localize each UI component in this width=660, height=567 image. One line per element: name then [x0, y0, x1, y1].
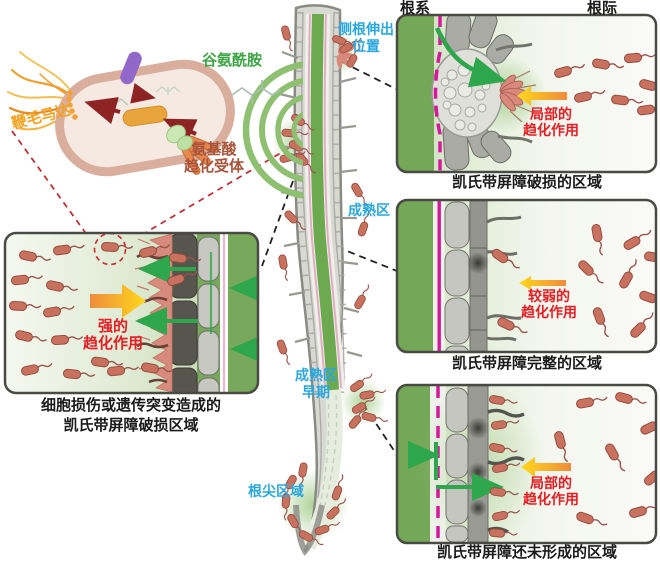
local-chemotaxis-label: 趋化作用: [523, 492, 579, 508]
panel-caption: 凯氏带屏障完整的区域: [451, 354, 603, 372]
glutamine-molecule-icon: [223, 80, 281, 104]
root-hair-cells: [499, 70, 538, 123]
intact-barrier-panel: [395, 198, 658, 354]
receptor-label: 趋化受体: [183, 157, 245, 175]
early-maturation-zone-label: 早期: [302, 385, 330, 401]
casparian-strip-solid: [437, 201, 441, 351]
panel-caption: 凯氏带屏障破损的区域: [451, 173, 603, 191]
response-regulator-icon: [122, 105, 168, 127]
highlight-circle: [93, 234, 127, 266]
weak-chemotaxis-label: 趋化作用: [521, 305, 577, 321]
local-chemotaxis-arrow: [517, 86, 567, 106]
local-chemotaxis-arrow: [521, 457, 571, 477]
molecule-icon: [155, 86, 181, 95]
root-system-header: 根系: [399, 0, 431, 17]
flagella-icon: [7, 51, 75, 131]
early-maturation-zone-label: 成熟区: [295, 368, 337, 384]
lateral-root-position-label: 侧根伸出: [338, 22, 394, 38]
strong-chemotaxis-label: 趋化作用: [82, 334, 144, 352]
lateral-root-position-label: 位置: [352, 39, 380, 55]
panel-caption: 凯氏带屏障破损区域: [63, 416, 199, 434]
unformed-barrier-panel: [395, 383, 658, 545]
casparian-strip-dashed: [433, 16, 442, 171]
local-chemotaxis-label: 趋化作用: [523, 123, 579, 139]
strong-chemotaxis-label: 强的: [97, 317, 129, 335]
receptor-label: 氨基酸: [191, 140, 237, 158]
weak-chemotaxis-label: 较弱的: [528, 289, 570, 305]
flagellar-motor-dots: [66, 90, 78, 120]
stele-green-band: [310, 13, 339, 391]
chemoreceptor-icon: [166, 124, 217, 175]
glutamine-label: 谷氨酰胺: [201, 51, 263, 69]
signal-waves-icon: [242, 61, 303, 199]
strong-chemotaxis-arrow: [90, 284, 146, 318]
dashed-connector-lines: [11, 61, 399, 456]
panel-caption: 细胞损伤或遗传突变造成的: [40, 396, 222, 414]
local-chemotaxis-label: 局部的: [530, 107, 572, 123]
weak-chemotaxis-arrow: [519, 276, 566, 290]
transporter-icon: [120, 51, 142, 85]
local-chemotaxis-label: 局部的: [530, 476, 572, 492]
rhizosphere-header: 根际: [586, 0, 618, 17]
damaged-barrier-panel: [3, 231, 260, 395]
panel-caption: 凯氏带屏障还未形成的区域: [436, 543, 618, 561]
maturation-zone-label: 成熟区: [348, 203, 390, 219]
bacterium-diagram: [7, 51, 303, 199]
broken-barrier-panel: [395, 13, 658, 174]
nutrient-leak-arrow: [434, 27, 507, 88]
root-tip-label: 根尖区域: [248, 484, 304, 500]
root-hairs: [487, 408, 525, 534]
